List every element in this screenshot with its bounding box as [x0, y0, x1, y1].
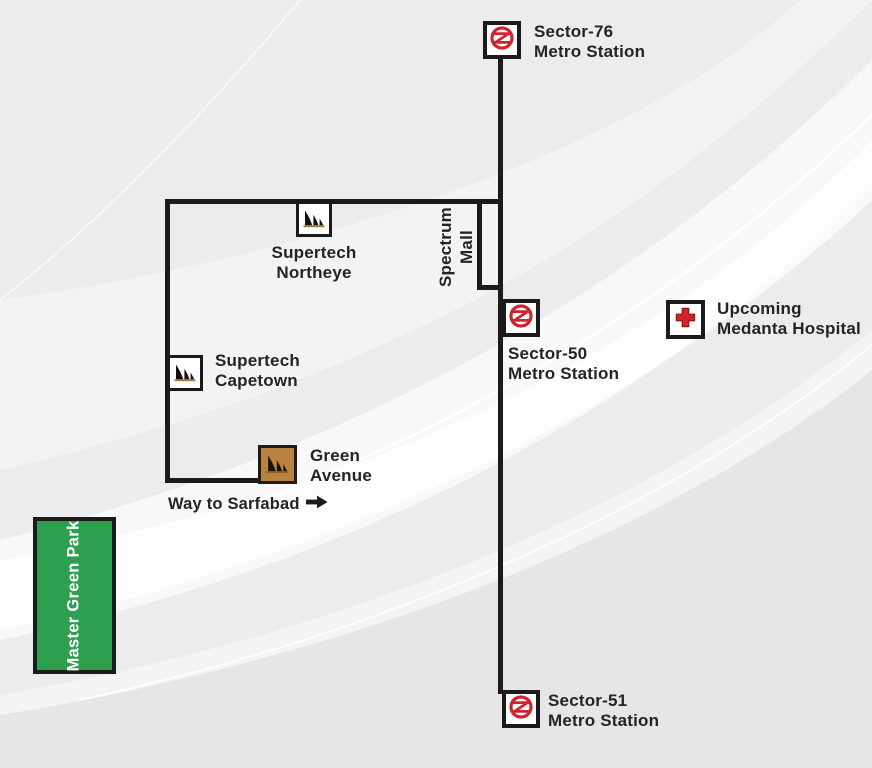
park-label: Master Green Park	[64, 520, 83, 672]
metro-station-box-sector50	[502, 299, 540, 337]
station-label-sector76: Sector-76 Metro Station	[534, 22, 645, 62]
direction-text: Way to Sarfabad	[168, 495, 300, 513]
building-label-green-avenue: Green Avenue	[310, 446, 372, 486]
road-top	[165, 199, 503, 204]
hospital-label-medanta: Upcoming Medanta Hospital	[717, 299, 861, 339]
building-label-northeye: Supertech Northeye	[244, 243, 384, 283]
hospital-box-medanta	[666, 300, 705, 339]
station-label-sector51: Sector-51 Metro Station	[548, 691, 659, 731]
mall-label-line1: Spectrum	[436, 206, 455, 288]
master-green-park-area	[33, 517, 116, 674]
hospital-label-line2: Medanta Hospital	[717, 319, 861, 338]
building-box-northeye	[296, 201, 332, 237]
building-label-line2: Northeye	[276, 263, 352, 282]
station-label-line2: Metro Station	[534, 42, 646, 61]
mall-branch-vertical	[477, 199, 482, 290]
building-icon	[301, 204, 327, 235]
metro-line	[498, 57, 503, 694]
building-icon	[172, 358, 198, 389]
station-label-line1: Sector-51	[548, 691, 628, 710]
building-label-line2: Avenue	[310, 466, 372, 485]
station-label-line2: Metro Station	[508, 364, 620, 383]
building-label-line2: Capetown	[215, 371, 298, 390]
hospital-cross-icon	[673, 305, 698, 335]
right-arrow-icon	[305, 495, 328, 514]
mall-label-spectrum: Spectrum Mall	[435, 207, 477, 287]
road-left	[165, 199, 170, 483]
metro-station-box-sector76	[483, 21, 521, 59]
mall-label-line2: Mall	[457, 230, 476, 264]
hospital-label-line1: Upcoming	[717, 299, 802, 318]
direction-label-sarfabad: Way to Sarfabad	[168, 495, 328, 514]
building-box-capetown	[167, 355, 203, 391]
station-label-line2: Metro Station	[548, 711, 660, 730]
mall-branch-horizontal	[477, 285, 503, 290]
road-bottom	[165, 478, 278, 483]
building-label-capetown: Supertech Capetown	[215, 351, 300, 391]
building-label-line1: Green	[310, 446, 361, 465]
metro-station-box-sector51	[502, 690, 540, 728]
metro-logo-icon	[508, 694, 534, 725]
building-icon	[264, 449, 291, 481]
station-label-line1: Sector-50	[508, 344, 588, 363]
station-label-sector50: Sector-50 Metro Station	[508, 344, 619, 384]
building-box-green-avenue	[258, 445, 297, 484]
metro-logo-icon	[489, 25, 515, 56]
metro-logo-icon	[508, 303, 534, 334]
building-label-line1: Supertech	[271, 243, 357, 262]
building-label-line1: Supertech	[215, 351, 300, 370]
station-label-line1: Sector-76	[534, 22, 614, 41]
